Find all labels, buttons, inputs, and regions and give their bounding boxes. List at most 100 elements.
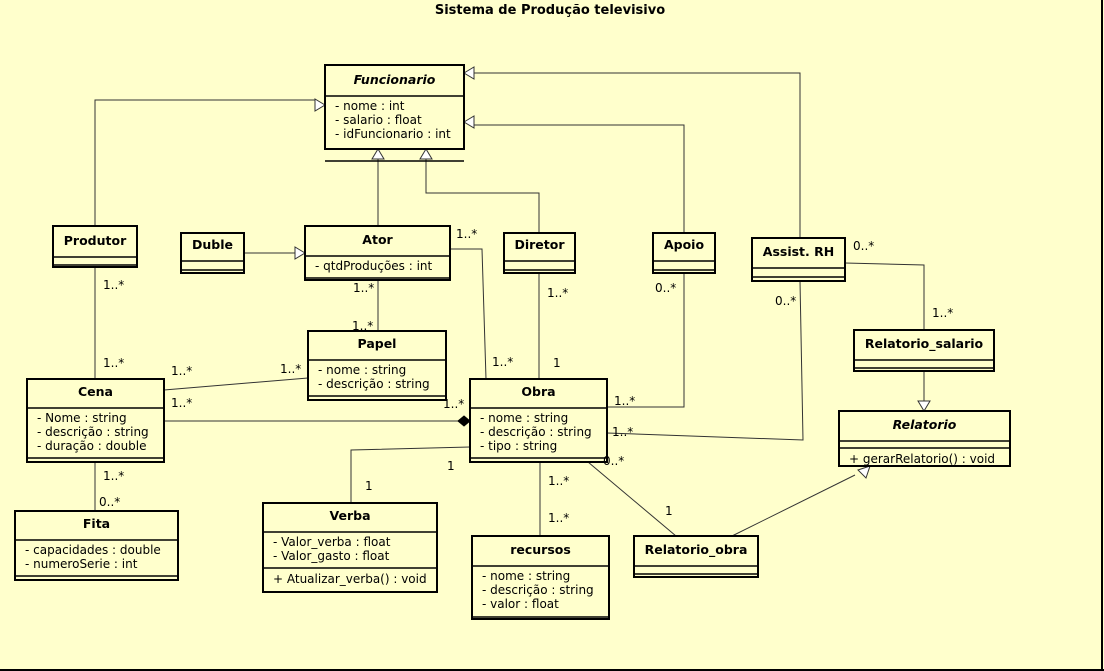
multiplicity-label: 1..*	[103, 278, 124, 292]
class-attribute: - valor : float	[482, 597, 559, 611]
relatorio-salario-realization-triangle-head	[917, 400, 931, 412]
diretor-generalization-triangle-head	[419, 148, 433, 160]
multiplicity-label: 1..*	[443, 397, 464, 411]
class-obra[interactable]: Obra - nome : string- descrição : string-…	[469, 378, 608, 463]
class-box-border	[304, 225, 451, 281]
multiplicity-label: 0..*	[99, 495, 120, 509]
ator-obra-assoc	[450, 248, 487, 380]
multiplicity-label: 1..*	[353, 281, 374, 295]
multiplicity-label: 0..*	[853, 239, 874, 253]
class-duble[interactable]: Duble	[180, 232, 245, 274]
class-produtor[interactable]: Produtor	[52, 225, 138, 268]
assistrh-obra-assoc	[606, 280, 804, 441]
multiplicity-label: 1..*	[548, 511, 569, 525]
class-operation: + gerarRelatorio() : void	[849, 452, 995, 466]
class-name: Cena	[78, 384, 113, 399]
class-attribute: - tipo : string	[480, 439, 557, 453]
class-name: Obra	[521, 384, 555, 399]
class-box-border	[307, 330, 447, 401]
multiplicity-label: 1	[365, 479, 373, 493]
class-name: Duble	[192, 237, 233, 252]
class-name: Funcionario	[354, 72, 436, 87]
multiplicity-label: 1..*	[171, 364, 192, 378]
obra-relobra-assoc	[587, 461, 677, 537]
multiplicity-label: 0..*	[655, 281, 676, 295]
class-box-border	[652, 232, 716, 274]
class-box-border	[324, 64, 465, 150]
class-attribute: - nome : string	[480, 411, 568, 425]
class-box-border	[469, 378, 608, 463]
diretor-generalization	[425, 159, 540, 233]
multiplicity-label: 0..*	[603, 454, 624, 468]
class-assistrh[interactable]: Assist. RH	[751, 237, 846, 282]
relatorio-obra-generalization-triangle-head	[857, 465, 871, 479]
class-box-border	[633, 535, 759, 578]
class-relatorio[interactable]: Relatorio + gerarRelatorio() : void	[838, 410, 1011, 467]
class-attribute: - nome : string	[318, 363, 406, 377]
class-name: recursos	[510, 542, 571, 557]
multiplicity-label: 1..*	[492, 355, 513, 369]
class-cena[interactable]: Cena - Nome : string- descrição : string-…	[26, 378, 165, 463]
class-box-border	[14, 510, 179, 581]
multiplicity-label: 1..*	[456, 227, 477, 241]
class-attribute: - numeroSerie : int	[25, 557, 138, 571]
multiplicity-label: 1	[447, 459, 455, 473]
class-attribute: - qtdProduções : int	[315, 259, 433, 273]
class-operation: + Atualizar_verba() : void	[273, 572, 427, 586]
multiplicity-label: 0..*	[775, 294, 796, 308]
class-attribute: - Nome : string	[37, 411, 127, 425]
multiplicity-label: 1..*	[103, 469, 124, 483]
class-name: Assist. RH	[763, 244, 834, 259]
class-attribute: - salario : float	[335, 113, 422, 127]
class-attribute: - descrição : string	[318, 377, 430, 391]
class-attribute: - nome : int	[335, 99, 405, 113]
class-name: Relatorio	[893, 417, 957, 432]
class-funcionario[interactable]: Funcionario - nome : int- salario : float…	[324, 64, 465, 162]
class-name: Relatorio_obra	[645, 542, 748, 558]
multiplicity-label: 1..*	[614, 394, 635, 408]
multiplicity-label: 1..*	[612, 425, 633, 439]
class-relatorio-obra[interactable]: Relatorio_obra	[633, 535, 759, 578]
class-box-border	[503, 232, 576, 274]
class-box-border	[853, 329, 995, 372]
class-diretor[interactable]: Diretor	[503, 232, 576, 274]
diagram-title: Sistema de Produção televisivo	[435, 3, 665, 18]
class-name: Apoio	[664, 237, 704, 252]
cena-papel-assoc	[163, 377, 309, 391]
class-boxes: Funcionario - nome : int- salario : float…	[14, 64, 1011, 620]
relationship-lines	[94, 66, 931, 537]
class-box-border	[52, 225, 138, 268]
apoio-generalization	[474, 124, 685, 233]
ator-generalization-triangle-head	[371, 148, 385, 160]
class-fita[interactable]: Fita - capacidades : double- numeroSerie …	[14, 510, 179, 581]
duble-ator-generalization-triangle-head	[294, 246, 306, 260]
apoio-generalization-triangle-head	[463, 115, 475, 129]
class-box-border	[262, 502, 438, 593]
class-attribute: - descrição : string	[480, 425, 592, 439]
class-attribute: - descrição : string	[37, 425, 149, 439]
class-name: Papel	[358, 336, 397, 351]
class-recursos[interactable]: recursos- nome : string- descrição : str…	[471, 535, 610, 620]
class-apoio[interactable]: Apoio	[652, 232, 716, 274]
multiplicity-label: 1..*	[103, 356, 124, 370]
produtor-generalization	[94, 99, 316, 226]
class-attribute: - capacidades : double	[25, 543, 161, 557]
assistrh-generalization-triangle-head	[463, 66, 475, 80]
class-name: Fita	[83, 516, 110, 531]
class-papel[interactable]: Papel - nome : string- descrição : string	[307, 330, 447, 401]
class-attribute: - duração : double	[37, 439, 147, 453]
multiplicity-label: 1..*	[352, 319, 373, 333]
apoio-obra-assoc	[607, 273, 685, 408]
class-box-border	[751, 237, 846, 282]
class-name: Verba	[329, 508, 370, 523]
class-attribute: - descrição : string	[482, 583, 594, 597]
multiplicity-labels: 1..* 1..* 1..* 1..* 1..* 1..* 1..* 1..* 1..* 1..*…	[99, 227, 953, 525]
assistrh-relsalario-assoc	[844, 262, 925, 330]
class-verba[interactable]: Verba- Valor_verba : float- Valor_gasto …	[262, 502, 438, 593]
produtor-generalization-triangle-head	[314, 98, 326, 112]
class-ator[interactable]: Ator- qtdProduções : int	[304, 225, 451, 281]
multiplicity-label: 1..*	[171, 396, 192, 410]
assistrh-generalization	[474, 72, 801, 238]
class-relatorio-salario[interactable]: Relatorio_salario	[853, 329, 995, 372]
